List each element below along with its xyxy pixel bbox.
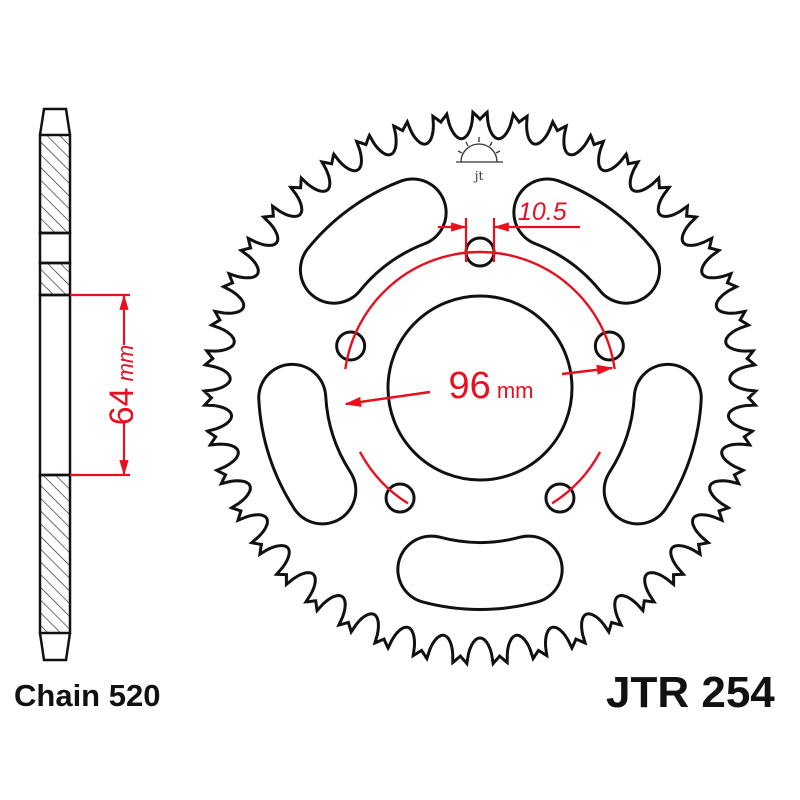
slot-interior bbox=[515, 180, 659, 302]
chain-label: Chain 520 bbox=[14, 678, 161, 713]
bolt-circle-arc bbox=[344, 250, 616, 505]
profile-bottom-tip bbox=[38, 632, 72, 662]
lightening-slots bbox=[257, 177, 703, 611]
model-label: JTR 254 bbox=[606, 668, 775, 717]
profile-hatch-hub bbox=[38, 261, 72, 297]
dimension-96mm bbox=[344, 364, 614, 407]
slot-interior bbox=[260, 365, 355, 523]
bolt-hole bbox=[544, 482, 576, 514]
slot-interior bbox=[605, 365, 700, 523]
bolt-hole bbox=[593, 330, 625, 362]
profile-hatch-upper bbox=[38, 133, 72, 235]
slot-interior bbox=[301, 180, 445, 302]
dimension-10-5 bbox=[438, 218, 580, 262]
profile-bolt-hole bbox=[38, 231, 72, 265]
bolt-circle-segment bbox=[344, 250, 616, 370]
bolt-circle-segment bbox=[358, 451, 409, 505]
profile-top-tip bbox=[38, 107, 72, 136]
sprocket-outline bbox=[200, 109, 760, 668]
dimension-10-5-label: 10.5 bbox=[518, 198, 567, 226]
bolt-hole bbox=[335, 330, 367, 362]
bolt-circle-segment bbox=[551, 451, 602, 505]
dimension-64mm bbox=[70, 293, 130, 477]
slot-interior bbox=[399, 537, 561, 608]
jt-logo: jt bbox=[456, 137, 503, 183]
dimension-64mm-label: 64mm bbox=[103, 345, 141, 425]
profile-center-bore bbox=[38, 293, 72, 477]
side-profile bbox=[38, 107, 72, 662]
logo-text: jt bbox=[473, 169, 484, 183]
profile-hatch-lower bbox=[38, 473, 72, 635]
center-bore bbox=[386, 294, 574, 482]
bolt-hole bbox=[384, 482, 416, 514]
